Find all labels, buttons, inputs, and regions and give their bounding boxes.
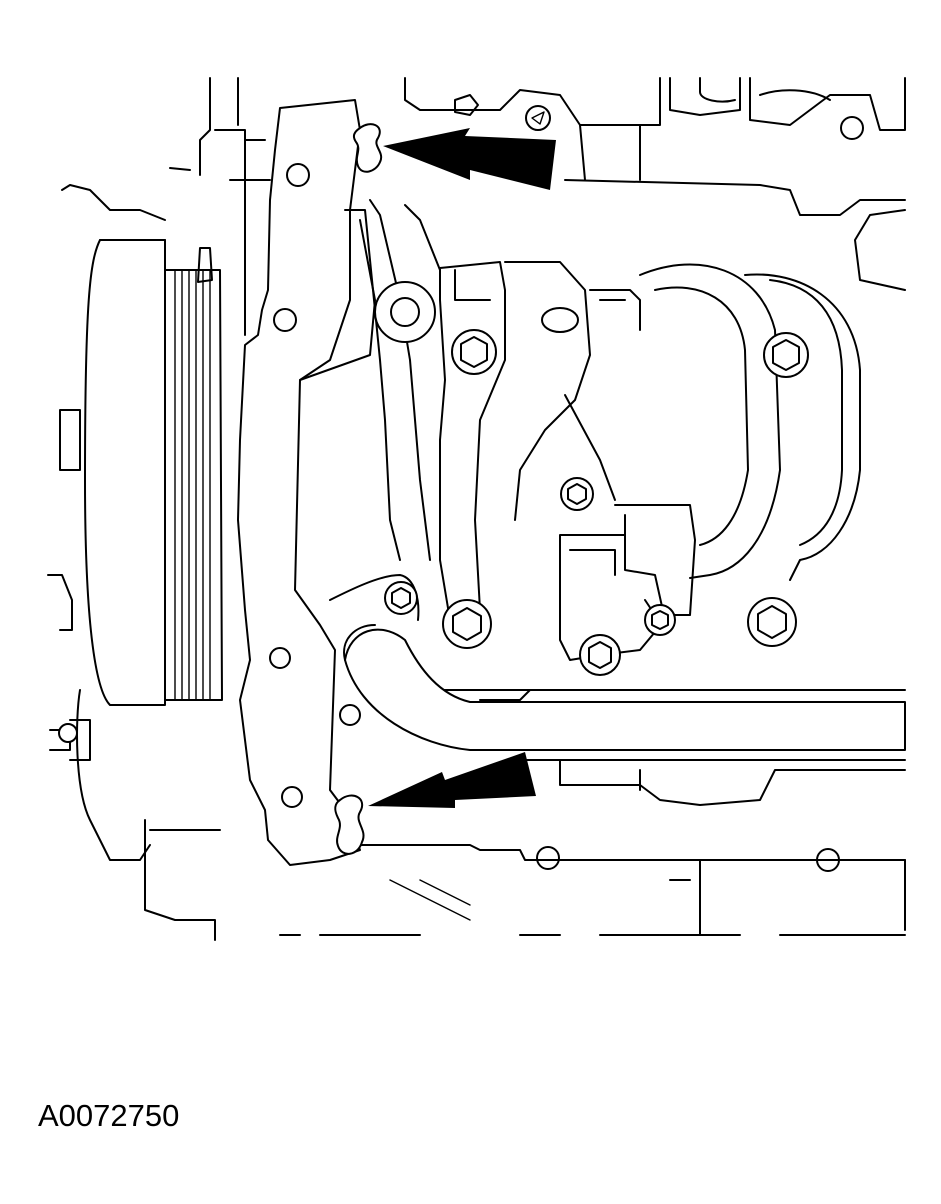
hex-bolt [644,604,676,636]
sealant-blob-upper [352,123,383,173]
hex-bolt [560,477,594,511]
engine-block [199,77,906,291]
front-cover-plate [237,99,461,866]
oil-pan-rail [279,689,906,936]
chain-guide [439,261,506,621]
sealant-blob-lower [334,794,365,855]
bolts [58,281,809,743]
idler-bolt [374,281,436,343]
hex-bolt [58,723,78,743]
crank-pulley [47,129,271,941]
hex-bolt [579,634,621,676]
hex-bolt [451,329,497,375]
figure-id-label: A0072750 [38,1098,180,1133]
callout-arrows [368,128,556,808]
hex-bolt [384,581,418,615]
sealant-locations [334,123,383,855]
hex-bolt [442,599,492,649]
hex-bolt [763,332,809,378]
arrow-upper [383,128,556,190]
crankshaft-area [504,261,861,661]
hex-bolt [747,597,797,647]
oil-pickup-tube [339,624,906,751]
arrow-lower [368,752,536,808]
